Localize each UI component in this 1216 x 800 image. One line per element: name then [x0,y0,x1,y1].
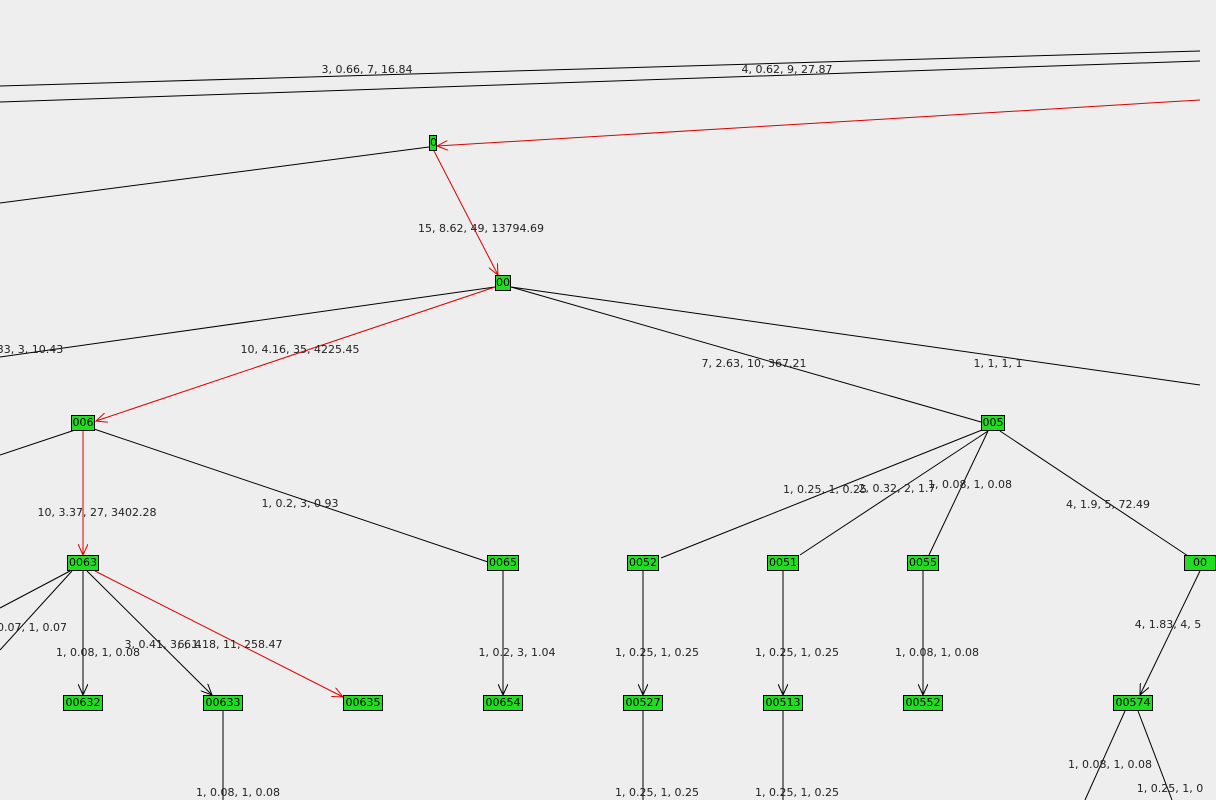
highlighted-edge-line [437,99,1201,146]
edge-line [0,146,430,204]
tree-node-00513[interactable]: 00513 [763,695,803,711]
edge-line [999,430,1189,557]
tree-node-00[interactable]: 00 [495,275,511,291]
highlighted-edge-line [96,286,496,421]
tree-node-0057[interactable]: 00 [1184,555,1216,571]
tree-node-0051[interactable]: 0051 [767,555,799,571]
edge-line [510,286,1201,386]
highlighted-edge-line [94,570,343,697]
tree-node-0055[interactable]: 0055 [907,555,939,571]
tree-node-0052[interactable]: 0052 [627,555,659,571]
tree-node-00552[interactable]: 00552 [903,695,943,711]
tree-node-00632[interactable]: 00632 [63,695,103,711]
edge-line [0,570,73,651]
edge-line [0,570,71,609]
edge-line [0,60,1201,103]
edge-line [86,570,212,695]
edge-line [510,286,982,423]
edge-line [0,50,1201,87]
tree-node-00574[interactable]: 00574 [1113,695,1153,711]
edge-line [0,286,496,358]
tree-node-0063[interactable]: 0063 [67,555,99,571]
tree-node-005[interactable]: 005 [981,415,1005,431]
edge-line [1140,570,1201,695]
tree-node-00654[interactable]: 00654 [483,695,523,711]
edge-line [0,429,76,456]
tree-node-00633[interactable]: 00633 [203,695,243,711]
tree-node-0[interactable]: 0 [429,135,437,151]
edge-line [799,430,989,556]
highlighted-edge-line [433,150,498,275]
edge-line [928,430,989,556]
edge-line [660,429,983,559]
tree-node-0065[interactable]: 0065 [487,555,519,571]
edge-line [90,427,489,563]
tree-node-00635[interactable]: 00635 [343,695,383,711]
tree-node-006[interactable]: 006 [71,415,95,431]
edge-line [1137,710,1173,800]
edge-line [1084,710,1126,800]
tree-node-00527[interactable]: 00527 [623,695,663,711]
